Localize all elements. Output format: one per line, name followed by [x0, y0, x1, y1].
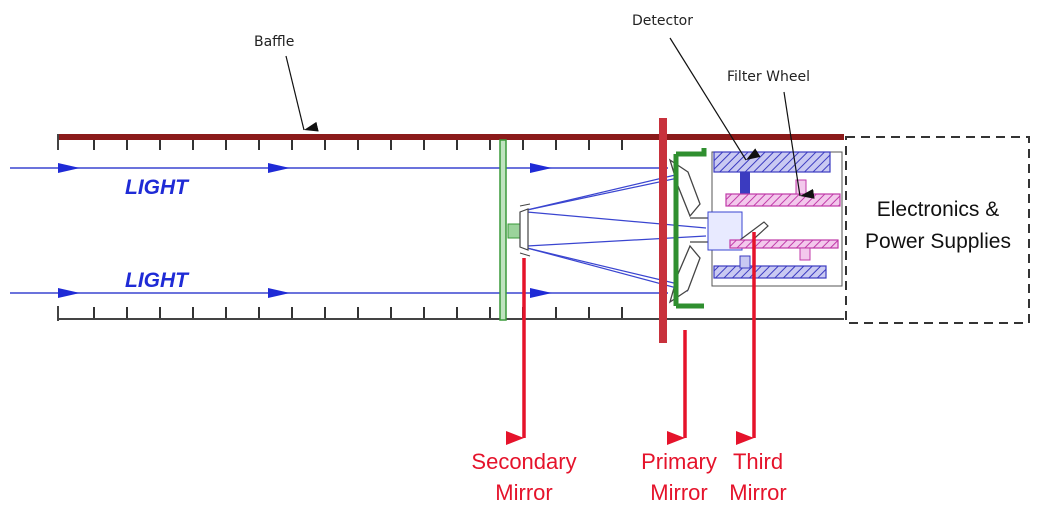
electronics-label-line2: Power Supplies: [865, 230, 1011, 253]
detector-mount: [740, 172, 750, 194]
baffle-vanes-top: [93, 140, 623, 150]
primary-mirror-label-line1: Primary: [641, 449, 717, 474]
primary-support-frame: [673, 148, 707, 309]
electronics-box-outline: [845, 136, 1030, 324]
filter-wheel-label: Filter Wheel: [727, 69, 810, 85]
detector-leader: [669, 37, 761, 161]
light-arrowhead: [58, 288, 80, 298]
light-arrowhead: [268, 163, 290, 173]
secondary-mirror-assembly: [499, 139, 531, 321]
third-mirror-label-line1: Third: [733, 449, 783, 474]
secondary-mirror: [519, 208, 529, 251]
base-plate: [713, 265, 827, 279]
ray-secondary-to-primary-bottom: [526, 247, 679, 285]
third-mirror-post: [799, 247, 811, 261]
light-label-bottom: LIGHT: [125, 269, 190, 292]
detector-block: [713, 151, 831, 173]
incoming-light: [10, 163, 668, 298]
primary-mount-flange: [659, 118, 667, 343]
light-arrowheads: [58, 163, 552, 298]
light-arrowhead: [58, 163, 80, 173]
secondary-mirror-label-line2: Mirror: [495, 480, 552, 505]
detector-label: Detector: [632, 13, 693, 29]
baffle-tube: [57, 134, 844, 321]
electronics-label-line1: Electronics &: [877, 198, 1000, 221]
light-arrowhead: [530, 288, 552, 298]
ray-secondary-to-third-b: [526, 235, 707, 247]
third-mirror-label-line2: Mirror: [729, 480, 786, 505]
electronics-box: Electronics & Power Supplies: [845, 136, 1030, 324]
base-post: [739, 255, 751, 269]
primary-mirror-label-line2: Mirror: [650, 480, 707, 505]
ray-secondary-to-primary-top: [526, 177, 679, 211]
baffle-label: Baffle: [254, 34, 294, 50]
baffle-leader: [285, 55, 319, 132]
light-arrowhead: [268, 288, 290, 298]
primary-mirror-assembly: [659, 118, 713, 343]
secondary-spider-support: [499, 139, 507, 321]
third-mirror-plate: [729, 239, 839, 249]
secondary-mirror-label-line1: Secondary: [471, 449, 576, 474]
baffle-vanes-bottom: [93, 307, 623, 318]
red-callouts: [506, 232, 756, 445]
light-label-top: LIGHT: [125, 176, 190, 199]
filter-wheel-leader: [783, 91, 815, 199]
light-arrowhead: [530, 163, 552, 173]
baffle-top-wall: [58, 134, 844, 140]
filter-wheel: [725, 193, 841, 207]
secondary-mount-block: [507, 223, 521, 239]
instrument-bench: [707, 151, 843, 287]
ray-secondary-to-third-a: [526, 211, 707, 229]
